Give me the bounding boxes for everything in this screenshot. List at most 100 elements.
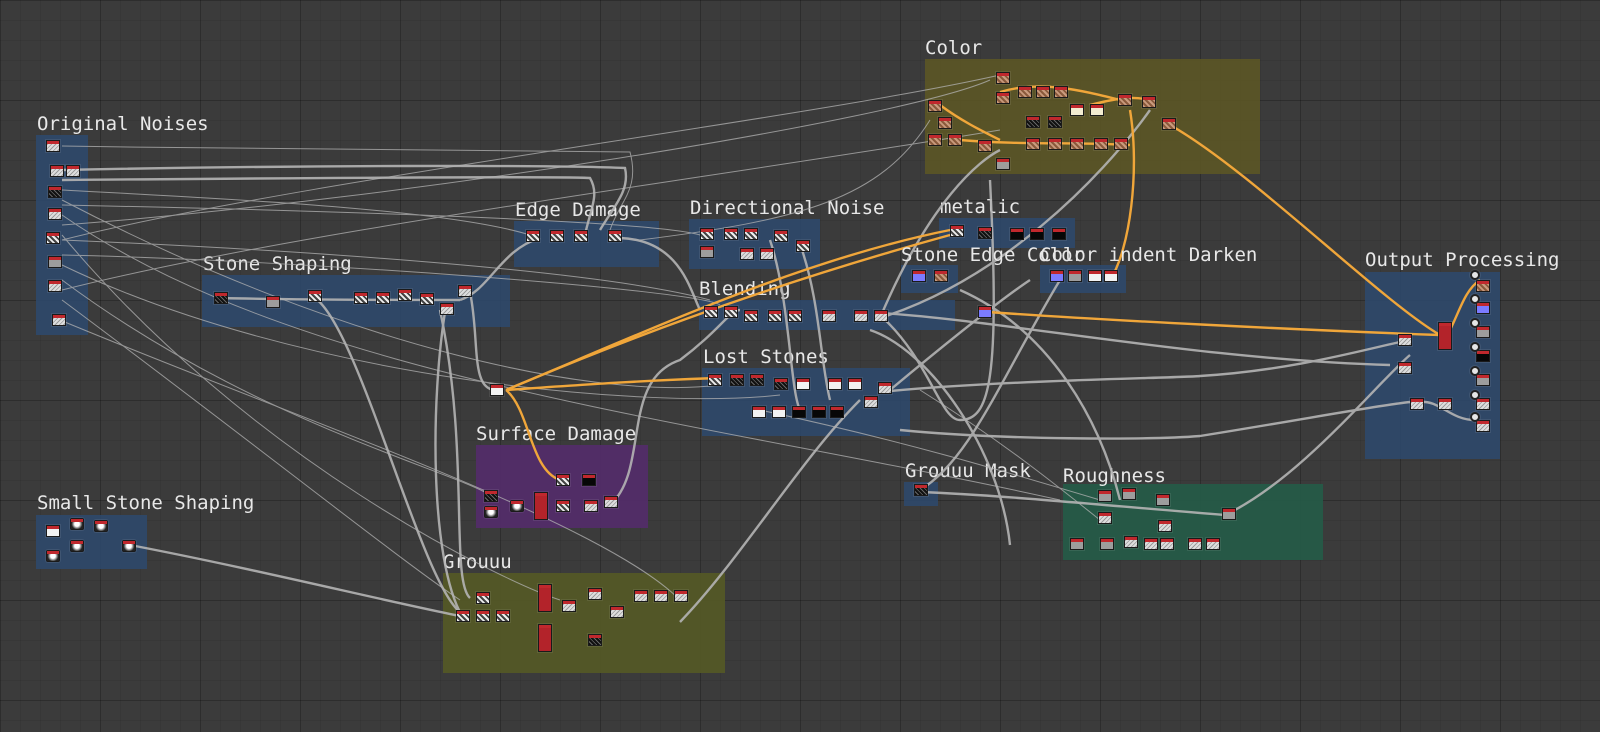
output-port[interactable] <box>1470 270 1480 280</box>
node-roughness[interactable] <box>1206 538 1220 550</box>
node-blend[interactable] <box>768 310 782 322</box>
frame-surface-damage[interactable] <box>476 445 648 528</box>
node-color[interactable] <box>1090 104 1104 116</box>
node-lost-stone[interactable] <box>792 406 806 418</box>
node-shape[interactable] <box>70 540 84 552</box>
node-color[interactable] <box>978 140 992 152</box>
node-grouuu[interactable] <box>476 592 490 604</box>
node-color[interactable] <box>1026 138 1040 150</box>
node-surface[interactable] <box>510 500 524 512</box>
node-roughness[interactable] <box>1158 520 1172 532</box>
output-port[interactable] <box>1470 294 1480 304</box>
node-output[interactable] <box>1476 326 1490 338</box>
node-grouuu[interactable] <box>674 590 688 602</box>
node-noise[interactable] <box>48 256 62 268</box>
node-color[interactable] <box>938 117 952 129</box>
node-directional[interactable] <box>700 246 714 258</box>
node-blend[interactable] <box>704 306 718 318</box>
node-output[interactable] <box>1476 398 1490 410</box>
node-noise[interactable] <box>46 140 60 152</box>
node-blend[interactable] <box>978 306 992 318</box>
node-edge[interactable] <box>574 230 588 242</box>
node-surface[interactable] <box>582 474 596 486</box>
node-roughness[interactable] <box>1160 538 1174 550</box>
node-shape[interactable] <box>420 293 434 305</box>
node-directional[interactable] <box>744 228 758 240</box>
node-noise[interactable] <box>66 165 80 177</box>
node-metalic[interactable] <box>1030 228 1044 240</box>
frame-stone-edge-color[interactable] <box>901 265 958 293</box>
node-lost-stone[interactable] <box>730 374 744 386</box>
node-lost-stone[interactable] <box>864 396 878 408</box>
node-output[interactable] <box>1410 398 1424 410</box>
node-shape[interactable] <box>398 289 412 301</box>
node-shape[interactable] <box>70 518 84 530</box>
node-blend[interactable] <box>724 306 738 318</box>
node-color[interactable] <box>996 72 1010 84</box>
node-roughness[interactable] <box>1098 512 1112 524</box>
node-metalic[interactable] <box>978 227 992 239</box>
node-grouuu[interactable] <box>496 610 510 622</box>
node-noise[interactable] <box>52 314 66 326</box>
node-shape[interactable] <box>458 285 472 297</box>
node-indent[interactable] <box>1068 270 1082 282</box>
node-surface[interactable] <box>556 474 570 486</box>
node-grouuu[interactable] <box>588 588 602 600</box>
node-shape[interactable] <box>94 520 108 532</box>
node-metalic[interactable] <box>1010 228 1024 240</box>
node-output[interactable] <box>1398 334 1412 346</box>
node-roughness[interactable] <box>1188 538 1202 550</box>
node-directional[interactable] <box>796 240 810 252</box>
node-color[interactable] <box>948 134 962 146</box>
node-noise[interactable] <box>46 232 60 244</box>
node-lost-stone[interactable] <box>490 384 504 396</box>
node-output[interactable] <box>1438 398 1452 410</box>
node-grouuu[interactable] <box>476 610 490 622</box>
node-roughness[interactable] <box>1070 538 1084 550</box>
node-color[interactable] <box>1048 116 1062 128</box>
node-roughness[interactable] <box>1124 536 1138 548</box>
node-shape[interactable] <box>308 290 322 302</box>
node-grouuu[interactable] <box>634 590 648 602</box>
node-output[interactable] <box>1476 420 1490 432</box>
node-color[interactable] <box>928 100 942 112</box>
node-roughness[interactable] <box>1098 490 1112 502</box>
node-shape[interactable] <box>214 292 228 304</box>
node-output[interactable] <box>1476 374 1490 386</box>
node-surface[interactable] <box>584 500 598 512</box>
node-lost-stone[interactable] <box>830 406 844 418</box>
node-roughness[interactable] <box>1222 508 1236 520</box>
node-lost-stone[interactable] <box>796 378 810 390</box>
frame-grouuu[interactable] <box>443 573 725 673</box>
frame-edge-damage[interactable] <box>514 221 659 267</box>
node-roughness[interactable] <box>1100 538 1114 550</box>
node-indent[interactable] <box>1088 270 1102 282</box>
node-color[interactable] <box>996 158 1010 170</box>
node-grouuu[interactable] <box>562 600 576 612</box>
node-edge-color[interactable] <box>912 270 926 282</box>
node-noise[interactable] <box>50 165 64 177</box>
output-port[interactable] <box>1470 366 1480 376</box>
node-surface[interactable] <box>484 490 498 502</box>
node-shape[interactable] <box>354 292 368 304</box>
output-port[interactable] <box>1470 390 1480 400</box>
node-blend[interactable] <box>788 310 802 322</box>
node-shape[interactable] <box>46 550 60 562</box>
node-shape[interactable] <box>376 292 390 304</box>
node-color[interactable] <box>996 92 1010 104</box>
node-lost-stone[interactable] <box>752 406 766 418</box>
output-port[interactable] <box>1470 342 1480 352</box>
node-directional[interactable] <box>774 230 788 242</box>
node-directional[interactable] <box>700 228 714 240</box>
node-output[interactable] <box>1476 302 1490 314</box>
node-lost-stone[interactable] <box>708 374 722 386</box>
node-shape[interactable] <box>46 525 60 537</box>
node-surface[interactable] <box>604 496 618 508</box>
node-lost-stone[interactable] <box>848 378 862 390</box>
node-shape[interactable] <box>440 303 454 315</box>
node-roughness[interactable] <box>1122 488 1136 500</box>
node-shape[interactable] <box>266 296 280 308</box>
node-color[interactable] <box>928 134 942 146</box>
node-directional[interactable] <box>760 248 774 260</box>
